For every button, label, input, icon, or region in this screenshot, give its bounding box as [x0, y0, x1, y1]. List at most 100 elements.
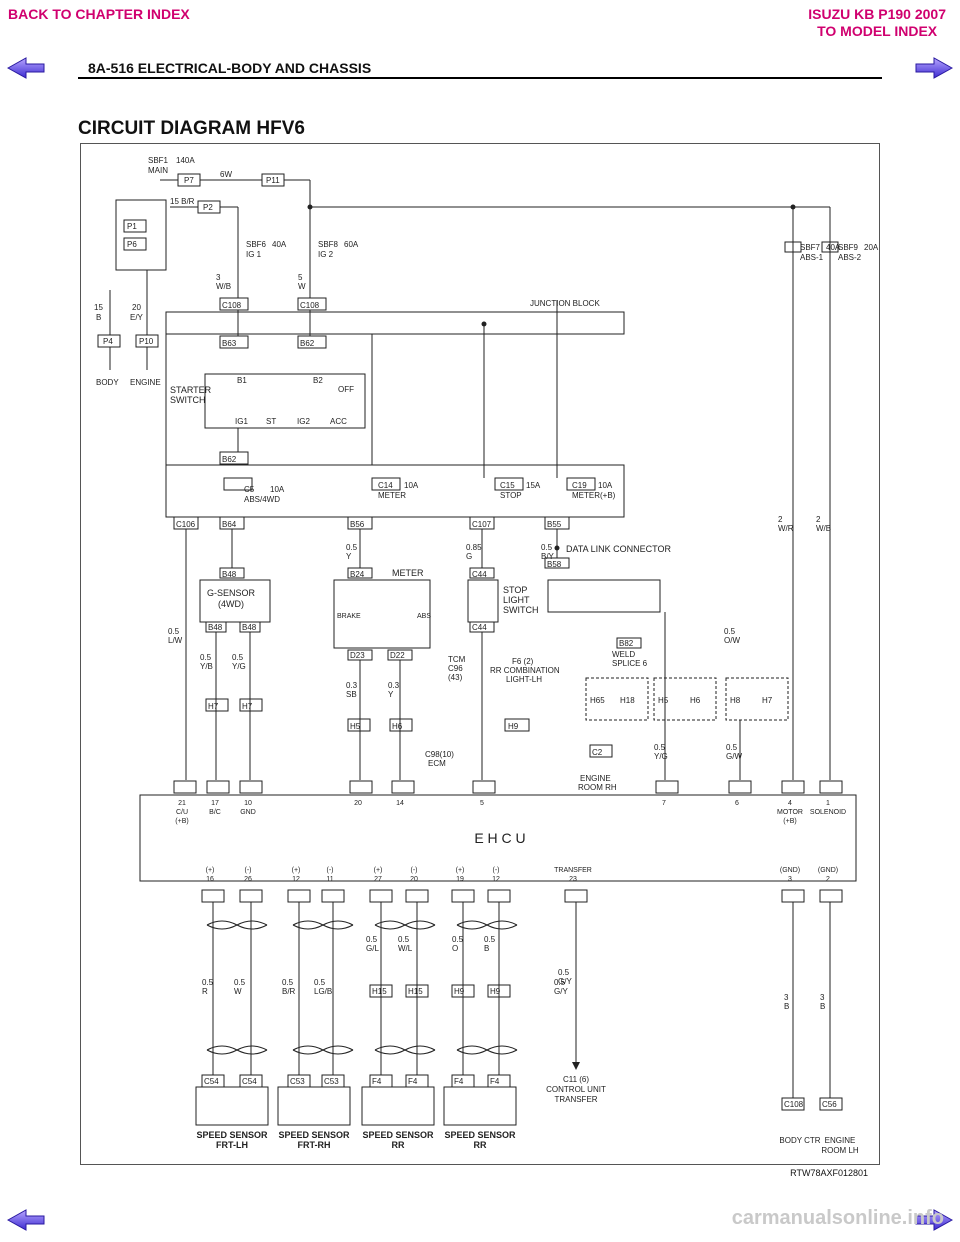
weld-splice-label: SPLICE 6 [612, 659, 648, 668]
wire-size: 0.5 [366, 935, 378, 944]
wire-color: Y/G [654, 752, 668, 761]
ehcu-pin-label: B/C [209, 809, 221, 816]
connector-label: P7 [184, 176, 194, 185]
connector-label: C108 [222, 301, 242, 310]
wire-size: 0.5 [554, 978, 566, 987]
connector-label: C53 [290, 1077, 305, 1086]
previous-page-arrow-icon[interactable] [6, 1208, 46, 1232]
component-label: SPEED SENSOR [362, 1130, 434, 1140]
connector-label: F4 [408, 1077, 418, 1086]
connector-label: H5 [350, 722, 361, 731]
ehcu-pin-label: 16 [206, 876, 214, 883]
ehcu-pin-label: 17 [211, 800, 219, 807]
next-page-arrow-icon[interactable] [914, 1208, 954, 1232]
previous-page-arrow-icon[interactable] [6, 56, 46, 80]
ehcu-pin-label: TRANSFER [554, 867, 592, 874]
fuse-id: C19 [572, 481, 587, 490]
model-index-link[interactable]: ISUZU KB P190 2007 TO MODEL INDEX [808, 6, 946, 40]
connector-label: B48 [242, 623, 257, 632]
diagram-wiring [97, 173, 857, 1126]
engine-room-label: ROOM RH [578, 783, 617, 792]
ehcu-pin-label: (-) [411, 867, 418, 874]
model-name: ISUZU KB P190 2007 [808, 6, 946, 22]
component-label: ROOM LH [821, 1146, 859, 1155]
connector-label: C44 [472, 623, 487, 632]
stop-light-label: SWITCH [503, 605, 539, 615]
ehcu-pin-label: 26 [244, 876, 252, 883]
connector-label: B48 [222, 570, 237, 579]
wire-color: W/L [398, 944, 413, 953]
ehcu-pin-label: 6 [735, 800, 739, 807]
connector-label: B62 [300, 339, 315, 348]
fuse-id: SBF6 [246, 240, 267, 249]
ehcu-pin-label: 12 [492, 876, 500, 883]
wire-color: B/Y [541, 552, 555, 561]
wire-color: B [784, 1002, 789, 1011]
wire-size: 3 [820, 993, 825, 1002]
wire-color: O [452, 944, 458, 953]
connector-label: C107 [472, 520, 492, 529]
main-fuse-rating: 140A [176, 156, 195, 165]
fuse-rating: 10A [270, 485, 285, 494]
wire-size: 0.3 [388, 681, 400, 690]
connector-label: H9 [454, 987, 465, 996]
wire-size: 0.5 [232, 653, 244, 662]
ehcu-pin-label: (+) [456, 867, 465, 874]
fuse-rating: 15A [526, 481, 541, 490]
fuse-id: SBF7 [800, 243, 821, 252]
wire-color: G/L [366, 944, 379, 953]
switch-position: IG2 [297, 417, 310, 426]
ehcu-pin-label: (-) [327, 867, 334, 874]
connector-label: B58 [547, 560, 562, 569]
engine-room-label: ENGINE [580, 774, 611, 783]
data-link-connector-label: DATA LINK CONNECTOR [566, 544, 672, 554]
tcm-label: (43) [448, 673, 463, 682]
fuse-id: C15 [500, 481, 515, 490]
component-label: FRT-LH [216, 1140, 248, 1150]
ehcu-pin-label: (-) [245, 867, 252, 874]
next-page-arrow-icon[interactable] [914, 56, 954, 80]
back-to-chapter-index-link[interactable]: BACK TO CHAPTER INDEX [8, 6, 190, 22]
connector-label: C108 [784, 1100, 804, 1109]
fuse-name: ABS-1 [800, 253, 824, 262]
connector-label: C106 [176, 520, 196, 529]
wire-color: W/R [778, 524, 794, 533]
wire-size: 0.5 [202, 978, 214, 987]
connector-label: C53 [324, 1077, 339, 1086]
fuse-id: SBF9 [838, 243, 859, 252]
wire-color: W [234, 987, 242, 996]
rr-light-label: LIGHT-LH [506, 675, 542, 684]
wire-size: 0.5 [724, 627, 736, 636]
component-label: SPEED SENSOR [444, 1130, 516, 1140]
ehcu-pin-label: 12 [292, 876, 300, 883]
diagram-junction-dots [307, 204, 796, 1070]
wire-size: 0.5 [484, 935, 496, 944]
wire-label: 15 B/R [170, 197, 195, 206]
wire-size: 0.5 [541, 543, 553, 552]
wire-color: O/W [724, 636, 740, 645]
ehcu-pin-label: (GND) [818, 867, 838, 874]
figure-reference-code: RTW78AXF012801 [790, 1168, 868, 1178]
wire-size: 2 [778, 515, 783, 524]
ehcu-pin-label: C/U [176, 809, 188, 816]
wire-color: B/R [282, 987, 296, 996]
connector-label: C56 [822, 1100, 837, 1109]
wire-size: 0.85 [466, 543, 482, 552]
rr-light-label: F6 (2) [512, 657, 534, 666]
connector-label: B55 [547, 520, 562, 529]
wire-size: 20 [132, 303, 141, 312]
fuse-name: STOP [500, 491, 522, 500]
wire-color: Y/B [200, 662, 213, 671]
component-label: TRANSFER [554, 1095, 597, 1104]
connector-label: H7 [762, 696, 773, 705]
ehcu-label: E H C U [474, 830, 525, 846]
terminal-label: B2 [313, 376, 323, 385]
connector-label: H8 [730, 696, 741, 705]
fuse-name: METER(+B) [572, 491, 616, 500]
wire-size: 6W [220, 170, 232, 179]
ehcu-pin-label: (-) [493, 867, 500, 874]
fuse-name: IG 1 [246, 250, 262, 259]
connector-label: P10 [139, 337, 154, 346]
connector-label: H15 [372, 987, 387, 996]
switch-position: ACC [330, 417, 347, 426]
